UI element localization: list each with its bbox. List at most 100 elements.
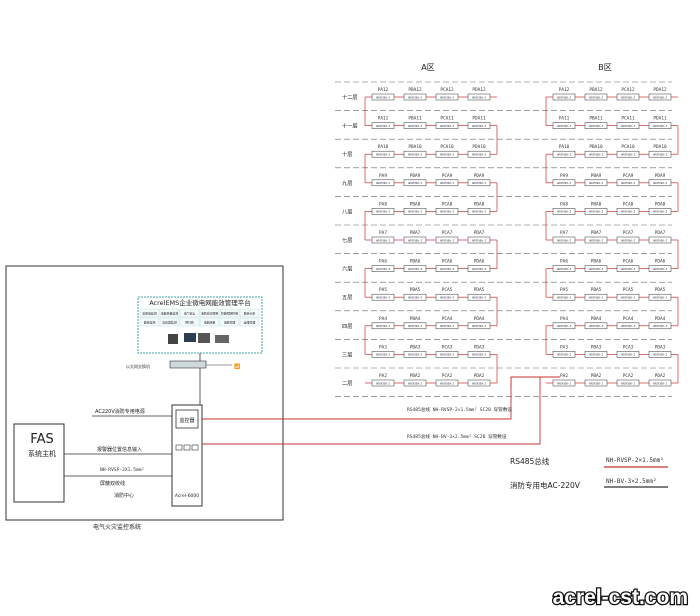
- detector-label: ARCM300-Z: [440, 124, 454, 128]
- detector-label: ARCM300-Z: [408, 296, 422, 300]
- alarm-input-label: 报警器位置信息输入: [97, 446, 142, 453]
- internal-wiring: [64, 415, 172, 477]
- panel-label: PBA4: [410, 316, 421, 322]
- detector-label: ARCM300-Z: [621, 296, 635, 300]
- platform-module: [159, 317, 180, 327]
- panel-label: PA4: [379, 316, 387, 322]
- detector-label: ARCM300-Z: [440, 210, 454, 214]
- detector-label: ARCM300-Z: [472, 324, 486, 328]
- detector-label: ARCM300-Z: [653, 95, 667, 99]
- zone-a-label: A区: [421, 63, 434, 72]
- platform-module-label: 电气安全: [184, 310, 196, 315]
- panel-label: PCA11: [440, 116, 454, 122]
- floor-panels: PA12ARCM300-ZPBA12ARCM300-ZPCA12ARCM300-…: [342, 87, 679, 387]
- detector-label: ARCM300-Z: [557, 181, 571, 185]
- zone-b-label: B区: [598, 63, 612, 72]
- panel-label: PDA10: [472, 144, 486, 150]
- platform-module: [199, 317, 220, 327]
- panel-label: PCA12: [440, 87, 454, 93]
- detector-label: ARCM300-Z: [589, 324, 603, 328]
- power-bus-note: RS485总线 NH-BV-3×2.5mm² SC20 穿管敷设: [407, 433, 507, 440]
- panel-label: PDA6: [655, 259, 666, 265]
- panel-label: PA5: [379, 287, 387, 293]
- detector-label: ARCM300-Z: [440, 353, 454, 357]
- detector-label: ARCM300-Z: [557, 153, 571, 157]
- panel-label: PBA7: [591, 230, 602, 236]
- detector-label: ARCM300-Z: [376, 267, 390, 271]
- detector-label: ARCM300-Z: [653, 324, 667, 328]
- panel-label: PCA8: [623, 201, 634, 207]
- detector-label: ARCM300-Z: [557, 353, 571, 357]
- detector-label: ARCM300-Z: [621, 353, 635, 357]
- floor-label: 十二层: [342, 93, 358, 101]
- panel-label: PDA7: [655, 230, 666, 236]
- detector-label: ARCM300-Z: [557, 267, 571, 271]
- floor-label: 七层: [342, 236, 352, 244]
- panel-label: PDA2: [474, 373, 485, 379]
- panel-label: PA3: [379, 344, 387, 350]
- fire-center-label: 消防中心: [114, 492, 134, 499]
- detector-label: ARCM300-Z: [440, 296, 454, 300]
- panel-label: PA7: [560, 230, 568, 236]
- detector-label: ARCM300-Z: [653, 353, 667, 357]
- panel-label: PCA4: [623, 316, 634, 322]
- panel-label: PBA9: [410, 173, 421, 179]
- detector-label: ARCM300-Z: [589, 353, 603, 357]
- panel-label: PBA3: [591, 344, 602, 350]
- panel-label: PBA11: [589, 116, 603, 122]
- panel-label: PA6: [379, 259, 387, 265]
- floor-label: 四层: [342, 323, 352, 330]
- detector-label: ARCM300-Z: [472, 296, 486, 300]
- detector-label: ARCM300-Z: [589, 95, 603, 99]
- system-caption: 电气火灾监控系统: [93, 523, 141, 531]
- detector-label: ARCM300-Z: [589, 296, 603, 300]
- detector-label: ARCM300-Z: [440, 95, 454, 99]
- fas-subtitle: 系统主机: [28, 449, 56, 458]
- floor-label: 十层: [342, 150, 352, 158]
- detector-label: ARCM300-Z: [653, 238, 667, 242]
- platform-module-label: 能耗监测: [144, 319, 156, 324]
- cabinet-model: Acrel-6000: [175, 493, 199, 499]
- panel-label: PCA4: [442, 316, 453, 322]
- panel-label: PCA2: [623, 373, 634, 379]
- detector-label: ARCM300-Z: [653, 267, 667, 271]
- floor-label: 九层: [342, 179, 352, 187]
- platform-module: [219, 317, 240, 327]
- server-icon: [168, 334, 178, 344]
- switch-label: 以太网交换机: [126, 363, 150, 369]
- panel-label: PDA7: [474, 230, 485, 236]
- platform-module-label: 电能管理: [224, 319, 236, 324]
- panel-label: PDA6: [474, 259, 485, 265]
- fas-title: FAS: [30, 432, 53, 447]
- detector-label: ARCM300-Z: [408, 238, 422, 242]
- panel-label: PCA10: [621, 144, 635, 150]
- detector-label: ARCM300-Z: [472, 238, 486, 242]
- detector-label: ARCM300-Z: [557, 238, 571, 242]
- bus-lines: [202, 376, 560, 445]
- monitor-label: 监控器: [179, 417, 194, 424]
- platform-module-label: 能耗分析: [244, 310, 256, 315]
- site-watermark: acrel-cst.com: [553, 586, 688, 609]
- detector-label: ARCM300-Z: [440, 267, 454, 271]
- panel-label: PDA12: [653, 87, 667, 93]
- panel-label: PA2: [379, 373, 387, 379]
- detector-label: ARCM300-Z: [589, 267, 603, 271]
- detector-label: ARCM300-Z: [472, 124, 486, 128]
- detector-label: ARCM300-Z: [621, 181, 635, 185]
- detector-label: ARCM300-Z: [557, 124, 571, 128]
- panel-label: PA4: [560, 316, 568, 322]
- svg-text:📶: 📶: [234, 363, 240, 370]
- panel-label: PA9: [560, 173, 568, 179]
- panel-label: PBA5: [591, 287, 602, 293]
- detector-label: ARCM300-Z: [376, 324, 390, 328]
- detector-label: ARCM300-Z: [376, 296, 390, 300]
- panel-label: PDA9: [474, 173, 485, 179]
- floor-label: 八层: [342, 208, 352, 215]
- panel-label: PCA7: [442, 230, 453, 236]
- detector-label: ARCM300-Z: [376, 153, 390, 157]
- panel-label: PDA11: [472, 116, 486, 122]
- platform-module: [219, 308, 240, 318]
- panel-label: PDA8: [474, 201, 485, 207]
- panel-label: PBA7: [410, 230, 421, 236]
